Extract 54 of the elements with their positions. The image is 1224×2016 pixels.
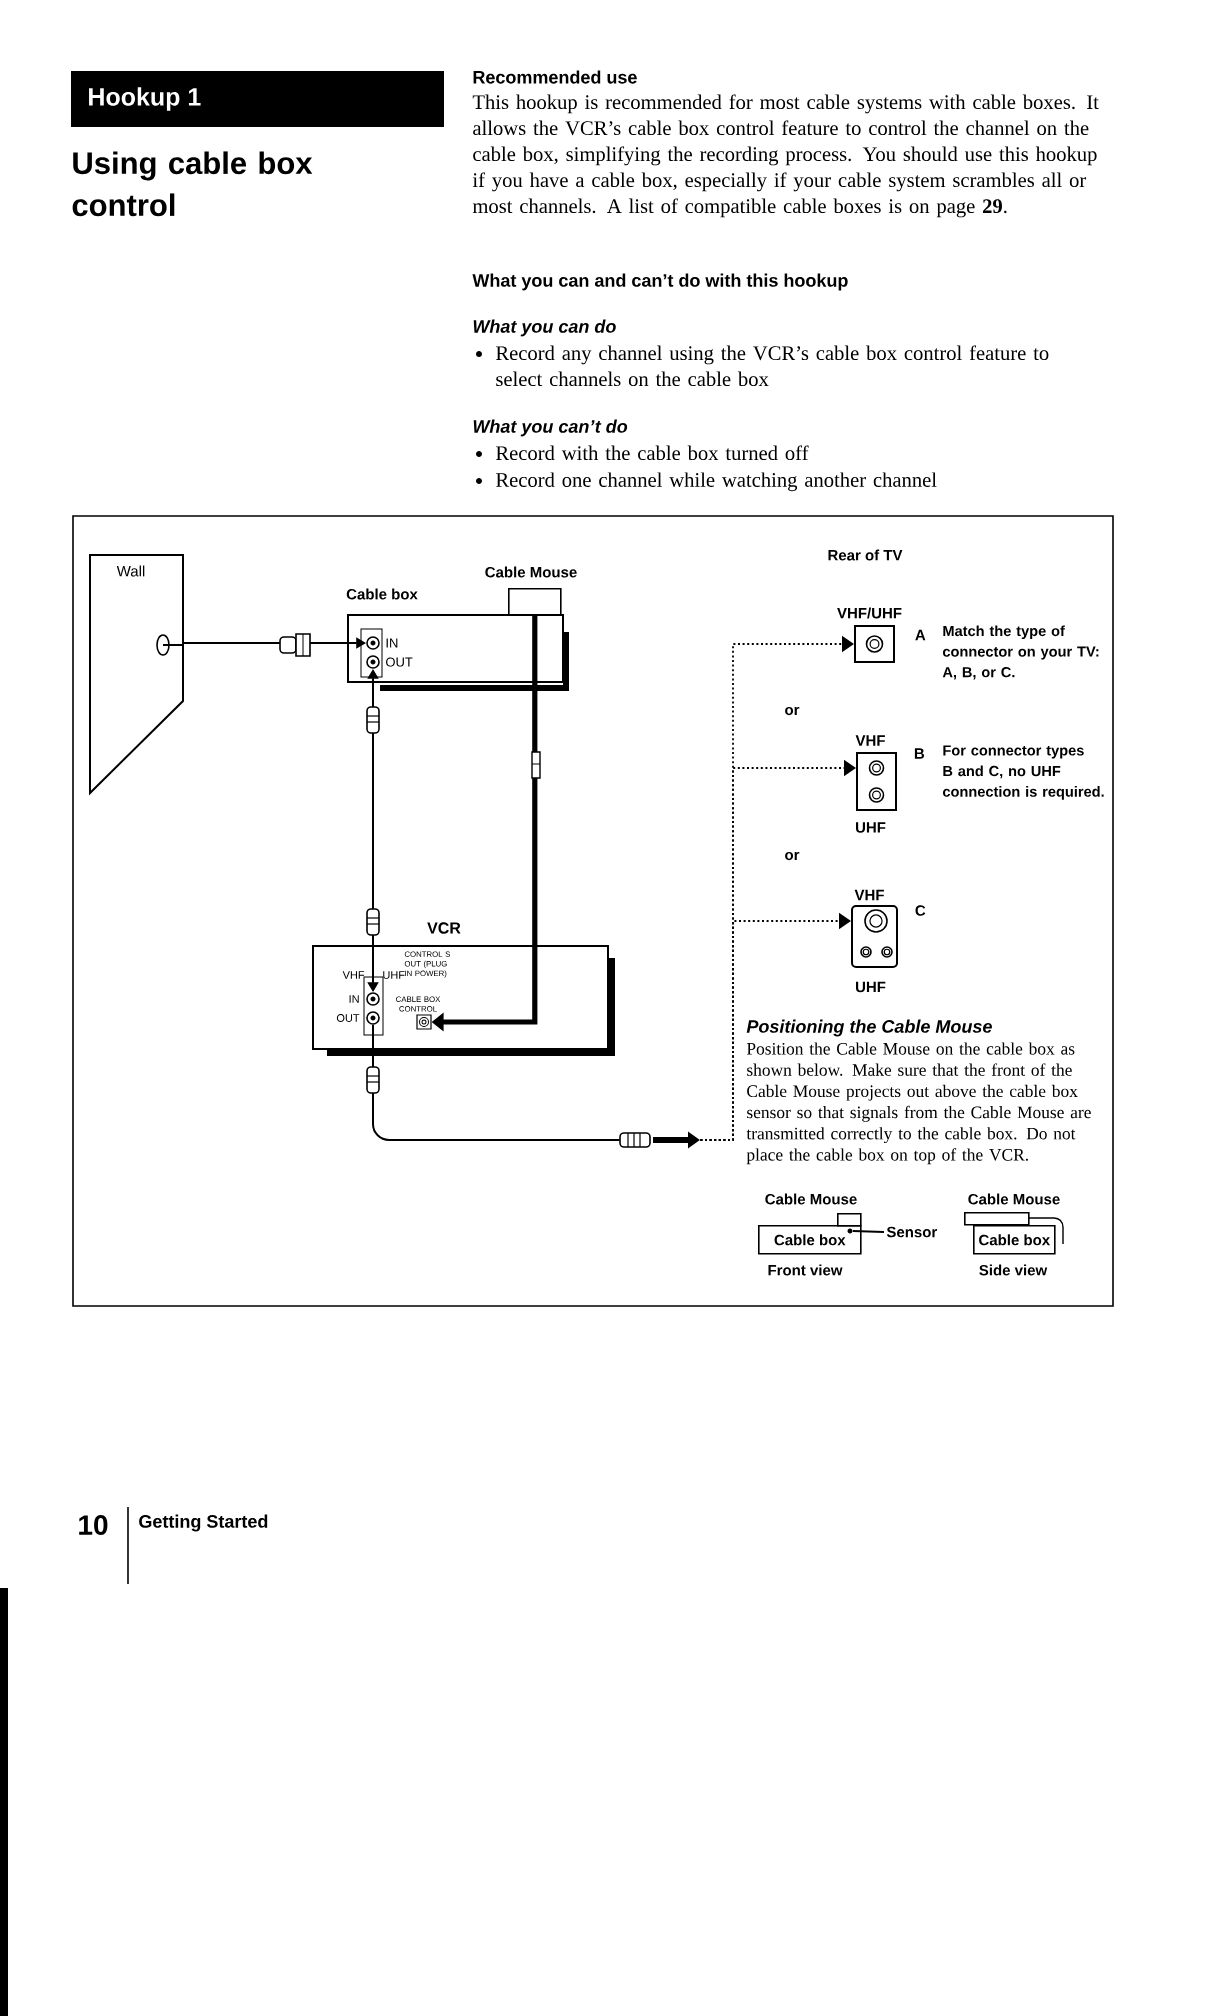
jack: OUT [336, 1011, 380, 1025]
cable-box: Cable box [973, 1225, 1056, 1255]
view-label: Side view [979, 1264, 1048, 1276]
node-label: UHF [856, 822, 886, 833]
tv-connector: VHF UHF C [851, 889, 926, 993]
node-label: VHF/UHF [837, 607, 902, 619]
port-label: VHF [342, 971, 365, 979]
cable-mouse: Cable Mouse [765, 1193, 862, 1227]
or-label: or [785, 706, 800, 716]
node-label: OUT [386, 657, 413, 667]
node-label: Cable Mouse [485, 566, 577, 578]
cable [699, 912, 851, 1141]
jack: IN [349, 992, 380, 1006]
page-number: 10 [79, 1515, 108, 1535]
node-label: Cable box [346, 588, 418, 600]
section-heading: Recommended use [473, 70, 637, 84]
page-title: Using cable box control [72, 151, 313, 217]
tv-heading: Rear of TV [828, 549, 903, 561]
port-label: UHF [383, 971, 405, 979]
node-label: IN [349, 995, 359, 1003]
jack: IN [366, 636, 398, 650]
section-name: Getting Started [139, 1514, 268, 1532]
or-label: or [785, 851, 800, 861]
node-label: C [915, 905, 926, 916]
bullet-item: Record any channel using the VCR’s cable box control feature to select channels on the cable box [496, 345, 1049, 387]
bullet-item: Record one channel while watching another channel [496, 472, 937, 492]
node-label: IN [386, 638, 398, 648]
tv-connector: VHF UHF B [855, 735, 925, 833]
node-label: VCR [427, 922, 461, 934]
connector-note: Match the type of connector on your TV: A, B, or C. [942, 625, 1099, 680]
node-label: VHF [854, 889, 884, 901]
paragraph: Position the Cable Mouse on the cable box as shown below. Make sure that the front of the Cable Mouse projects out above the cable box sensor so that signals from the Cable Mouse are transmitted correctly to the cable box. Do not place the cable box on top of the VCR. [746, 1042, 1091, 1165]
subheading: What you can’t do [473, 419, 628, 437]
bullet-item: Record with the cable box turned off [496, 445, 809, 461]
subheading: Positioning the Cable Mouse [746, 1019, 992, 1037]
node-label: Cable Mouse [968, 1193, 1060, 1205]
node-label: OUT [336, 1014, 360, 1022]
cable-box: Cable box [758, 1225, 862, 1255]
subheading: What you can do [473, 319, 616, 337]
cable [372, 1023, 621, 1141]
node-label: Cable Mouse [765, 1193, 857, 1205]
node-label: A [915, 629, 926, 641]
node-label: UHF [856, 981, 886, 993]
node-label: VHF [855, 735, 885, 746]
tv-connector: VHF/UHF A [837, 607, 926, 663]
sensor-label: Sensor [886, 1226, 938, 1238]
leader-line [851, 1230, 885, 1233]
node-label: B [914, 748, 925, 759]
section-heading: What you can and can’t do with this hookup [472, 273, 848, 291]
paragraph: This hookup is recommended for most cable systems with cable boxes. It allows the VCR’s cable box control feature to control the channel on the cable box, simplifying the recording process. You should use this hookup if you have a cable box, especially if your cable system scrambles all or most channels. A list of compatible cable boxes is on page 29. [472, 94, 1099, 218]
jack: OUT [366, 655, 413, 669]
view-label: Front view [768, 1264, 843, 1276]
header-band: Hookup 1 [71, 71, 444, 127]
connector-note: For connector types B and C, no UHF connection is required. [942, 745, 1104, 800]
